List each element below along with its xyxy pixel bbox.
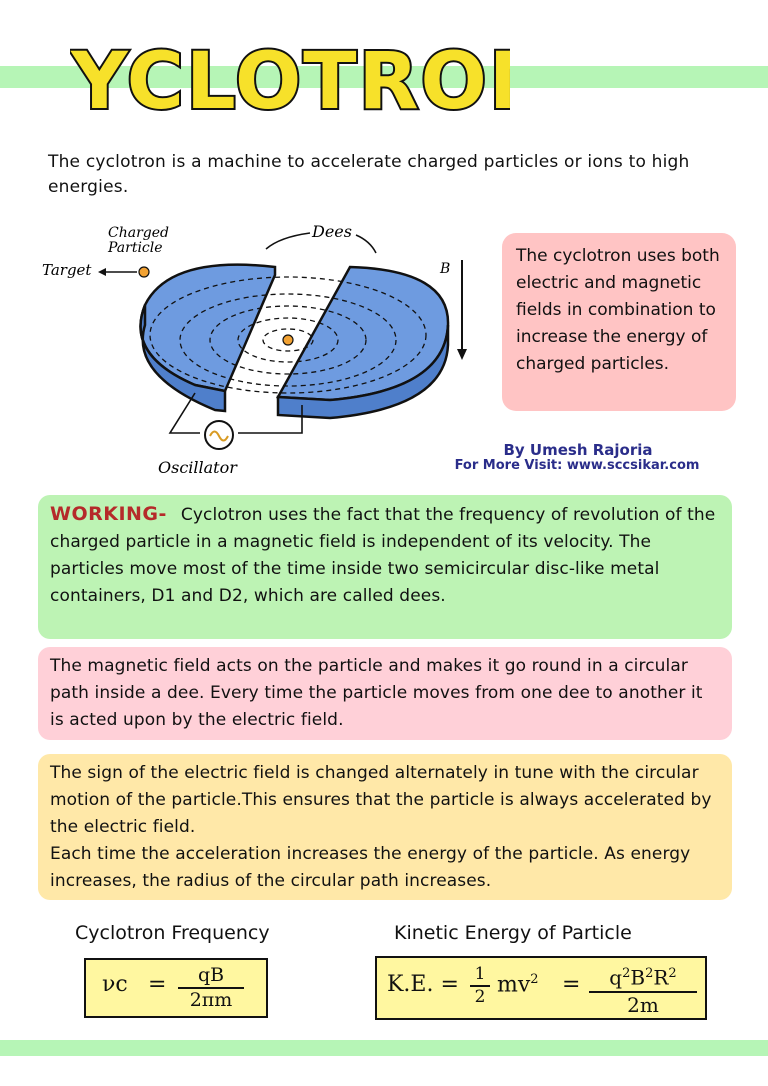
oscillator-wire-left	[168, 392, 200, 434]
ke-numerator: q2B2R2	[589, 961, 697, 993]
oscillator-label: Oscillator	[158, 458, 238, 477]
ke-fraction: q2B2R2 2m	[589, 961, 697, 1018]
magnetic-section: The magnetic field acts on the particle …	[38, 647, 732, 740]
ke-num-r: R	[653, 965, 669, 990]
side-note: The cyclotron uses both electric and mag…	[502, 233, 736, 411]
sign-text-2: Each time the acceleration increases the…	[50, 844, 691, 891]
working-text: Cyclotron uses the fact that the frequen…	[50, 505, 716, 606]
working-section: WORKING-Cyclotron uses the fact that the…	[38, 495, 732, 639]
center-particle	[282, 334, 294, 346]
dees-label: Dees	[311, 222, 352, 241]
page-title-text: CYCLOTRON	[70, 37, 510, 127]
kinetic-energy-label: Kinetic Energy of Particle	[394, 922, 632, 944]
dees-arrow-right	[355, 234, 377, 254]
page-title: CYCLOTRON	[70, 35, 510, 128]
frequency-label: Cyclotron Frequency	[75, 922, 270, 944]
electric-sign-section: The sign of the electric field is change…	[38, 754, 732, 900]
particle-orbits	[149, 276, 427, 394]
oscillator-wire-right	[238, 405, 303, 434]
visit-credit: For More Visit: www.sccsikar.com	[454, 458, 700, 473]
freq-lhs: νc	[102, 972, 128, 997]
ke-half: 1 2	[470, 964, 490, 1008]
bottom-band	[0, 1040, 768, 1056]
ke-num-r-sup: 2	[668, 966, 677, 981]
target-arrow-head	[98, 268, 106, 276]
b-field-label: B	[439, 261, 450, 277]
dees-arrow-left	[265, 232, 311, 250]
charged-particle	[138, 266, 150, 278]
ke-mv-text: mv	[497, 972, 531, 998]
freq-fraction: qB 2πm	[178, 964, 244, 1012]
charged-label: Charged	[108, 225, 169, 241]
working-heading: WORKING-	[50, 503, 167, 525]
kinetic-energy-formula: K.E. = 1 2 mv2 = q2B2R2 2m	[375, 956, 707, 1020]
freq-denominator: 2πm	[189, 989, 233, 1011]
cyclotron-diagram: Charged Particle Target Dees B Oscillato…	[42, 222, 467, 477]
left-dee-side	[139, 304, 227, 413]
ke-num-b: B	[630, 965, 646, 990]
ke-num-q-sup: 2	[622, 966, 631, 981]
particle-label: Particle	[107, 240, 163, 256]
right-dee-side	[276, 324, 450, 420]
intro-text: The cyclotron is a machine to accelerate…	[48, 152, 690, 197]
sine-wave-icon	[209, 430, 229, 442]
ke-mv: mv2	[497, 972, 539, 997]
ke-denominator: 2m	[627, 992, 659, 1017]
target-label: Target	[42, 261, 92, 279]
b-field-arrow-head	[457, 349, 467, 360]
top-band	[0, 66, 768, 88]
ke-equals: =	[562, 972, 581, 997]
freq-numerator: qB	[178, 964, 244, 989]
ke-num-b-sup: 2	[645, 966, 654, 981]
ke-lhs: K.E. =	[387, 972, 459, 997]
author-credit: By Umesh Rajoria	[503, 441, 653, 459]
ke-num-q: q	[609, 965, 623, 990]
sign-text-1: The sign of the electric field is change…	[50, 763, 712, 837]
ke-half-denominator: 2	[474, 987, 486, 1007]
freq-equals: =	[148, 972, 167, 997]
ke-mv-sup: 2	[530, 972, 539, 987]
frequency-formula: νc = qB 2πm	[84, 958, 268, 1018]
ke-half-numerator: 1	[470, 964, 490, 987]
